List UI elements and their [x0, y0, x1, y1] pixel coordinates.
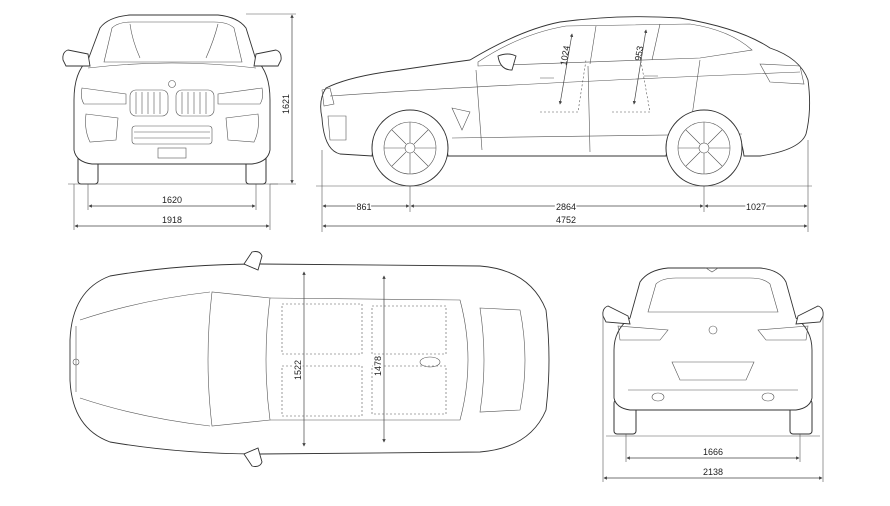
length-extensions — [321, 140, 809, 232]
lower-grille-slats — [134, 131, 210, 139]
side-windows — [477, 23, 753, 67]
rear-right-taillight — [757, 325, 809, 341]
overall-width-mirrors-label: 2138 — [703, 467, 723, 477]
lower-grille — [131, 125, 213, 145]
front-plate-holder — [157, 147, 187, 159]
bmw-emblem-icon — [168, 80, 176, 88]
rear-glass — [479, 307, 526, 413]
rear-overhang-label: 1027 — [746, 202, 766, 212]
roof-outline — [269, 297, 469, 421]
overall-length-label: 4752 — [556, 215, 576, 225]
left-air-intake — [85, 113, 119, 143]
door-seams — [475, 59, 701, 153]
front-right-mirror — [253, 49, 282, 67]
overall-height-label: 1621 — [281, 94, 291, 114]
rear-headroom-label: 953 — [633, 45, 645, 62]
rear-body — [613, 267, 813, 411]
front-body — [73, 14, 271, 165]
air-breather — [451, 107, 471, 131]
front-headroom-label: 1024 — [558, 45, 571, 66]
wheelbase-label: 2864 — [556, 202, 576, 212]
seat-outlines — [540, 55, 651, 113]
top-body — [69, 263, 550, 455]
mirror-width-extensions — [602, 316, 824, 482]
rear-view: 1666 2138 — [602, 267, 824, 482]
front-shoulder-width-label: 1522 — [293, 360, 303, 380]
rear-plate-recess — [671, 361, 755, 381]
top-emblem-icon — [72, 358, 80, 366]
front-width-extensions — [73, 184, 271, 230]
front-headroom-dimension-line — [558, 33, 574, 105]
rear-right-mirror — [795, 305, 824, 325]
left-headlight — [81, 87, 127, 105]
grille-slats — [135, 92, 207, 114]
rear-window — [647, 277, 779, 313]
shoulder-line — [329, 71, 801, 97]
side-taillight — [759, 63, 805, 85]
side-front-intake — [327, 115, 347, 141]
kidney-grille-left — [129, 89, 169, 117]
left-exhaust-tip — [651, 392, 665, 402]
rear-track-label: 1666 — [703, 447, 723, 457]
side-mirror — [497, 53, 517, 71]
window-pillars — [589, 23, 661, 65]
a-pillars — [129, 23, 219, 59]
hood-creases — [79, 291, 211, 427]
front-spokes — [384, 122, 436, 174]
right-headlight — [217, 87, 263, 105]
rear-track-extensions — [625, 434, 801, 462]
front-wheel — [371, 109, 449, 187]
rear-wheel — [665, 109, 743, 187]
front-left-mirror — [62, 49, 91, 67]
top-view: 1522 1478 — [69, 251, 550, 467]
rear-headroom-dimension-line — [632, 29, 648, 105]
right-air-intake — [225, 113, 259, 143]
front-track-label: 1620 — [162, 195, 182, 205]
side-view: 1024 953 861 2864 1027 4752 — [316, 16, 812, 232]
top-seat-outlines — [281, 303, 447, 417]
shark-fin-antenna — [705, 267, 719, 273]
rear-shoulder-width-label: 1478 — [373, 356, 383, 376]
side-headlight — [321, 87, 335, 107]
overall-width-front-label: 1918 — [162, 215, 182, 225]
right-exhaust-tip — [761, 392, 775, 402]
front-view: 1621 1620 1918 — [62, 13, 296, 230]
top-left-mirror — [243, 251, 263, 271]
rear-left-mirror — [602, 305, 631, 325]
top-right-mirror — [243, 447, 263, 467]
hood-line — [87, 62, 257, 69]
rear-emblem-icon — [708, 325, 718, 335]
front-track-extensions — [87, 184, 257, 210]
front-overhang-label: 861 — [356, 202, 371, 212]
rear-spokes — [678, 122, 730, 174]
kidney-grille-right — [175, 89, 215, 117]
rear-left-taillight — [617, 325, 669, 341]
windshield — [103, 21, 243, 63]
sunroof-marker — [419, 356, 441, 368]
